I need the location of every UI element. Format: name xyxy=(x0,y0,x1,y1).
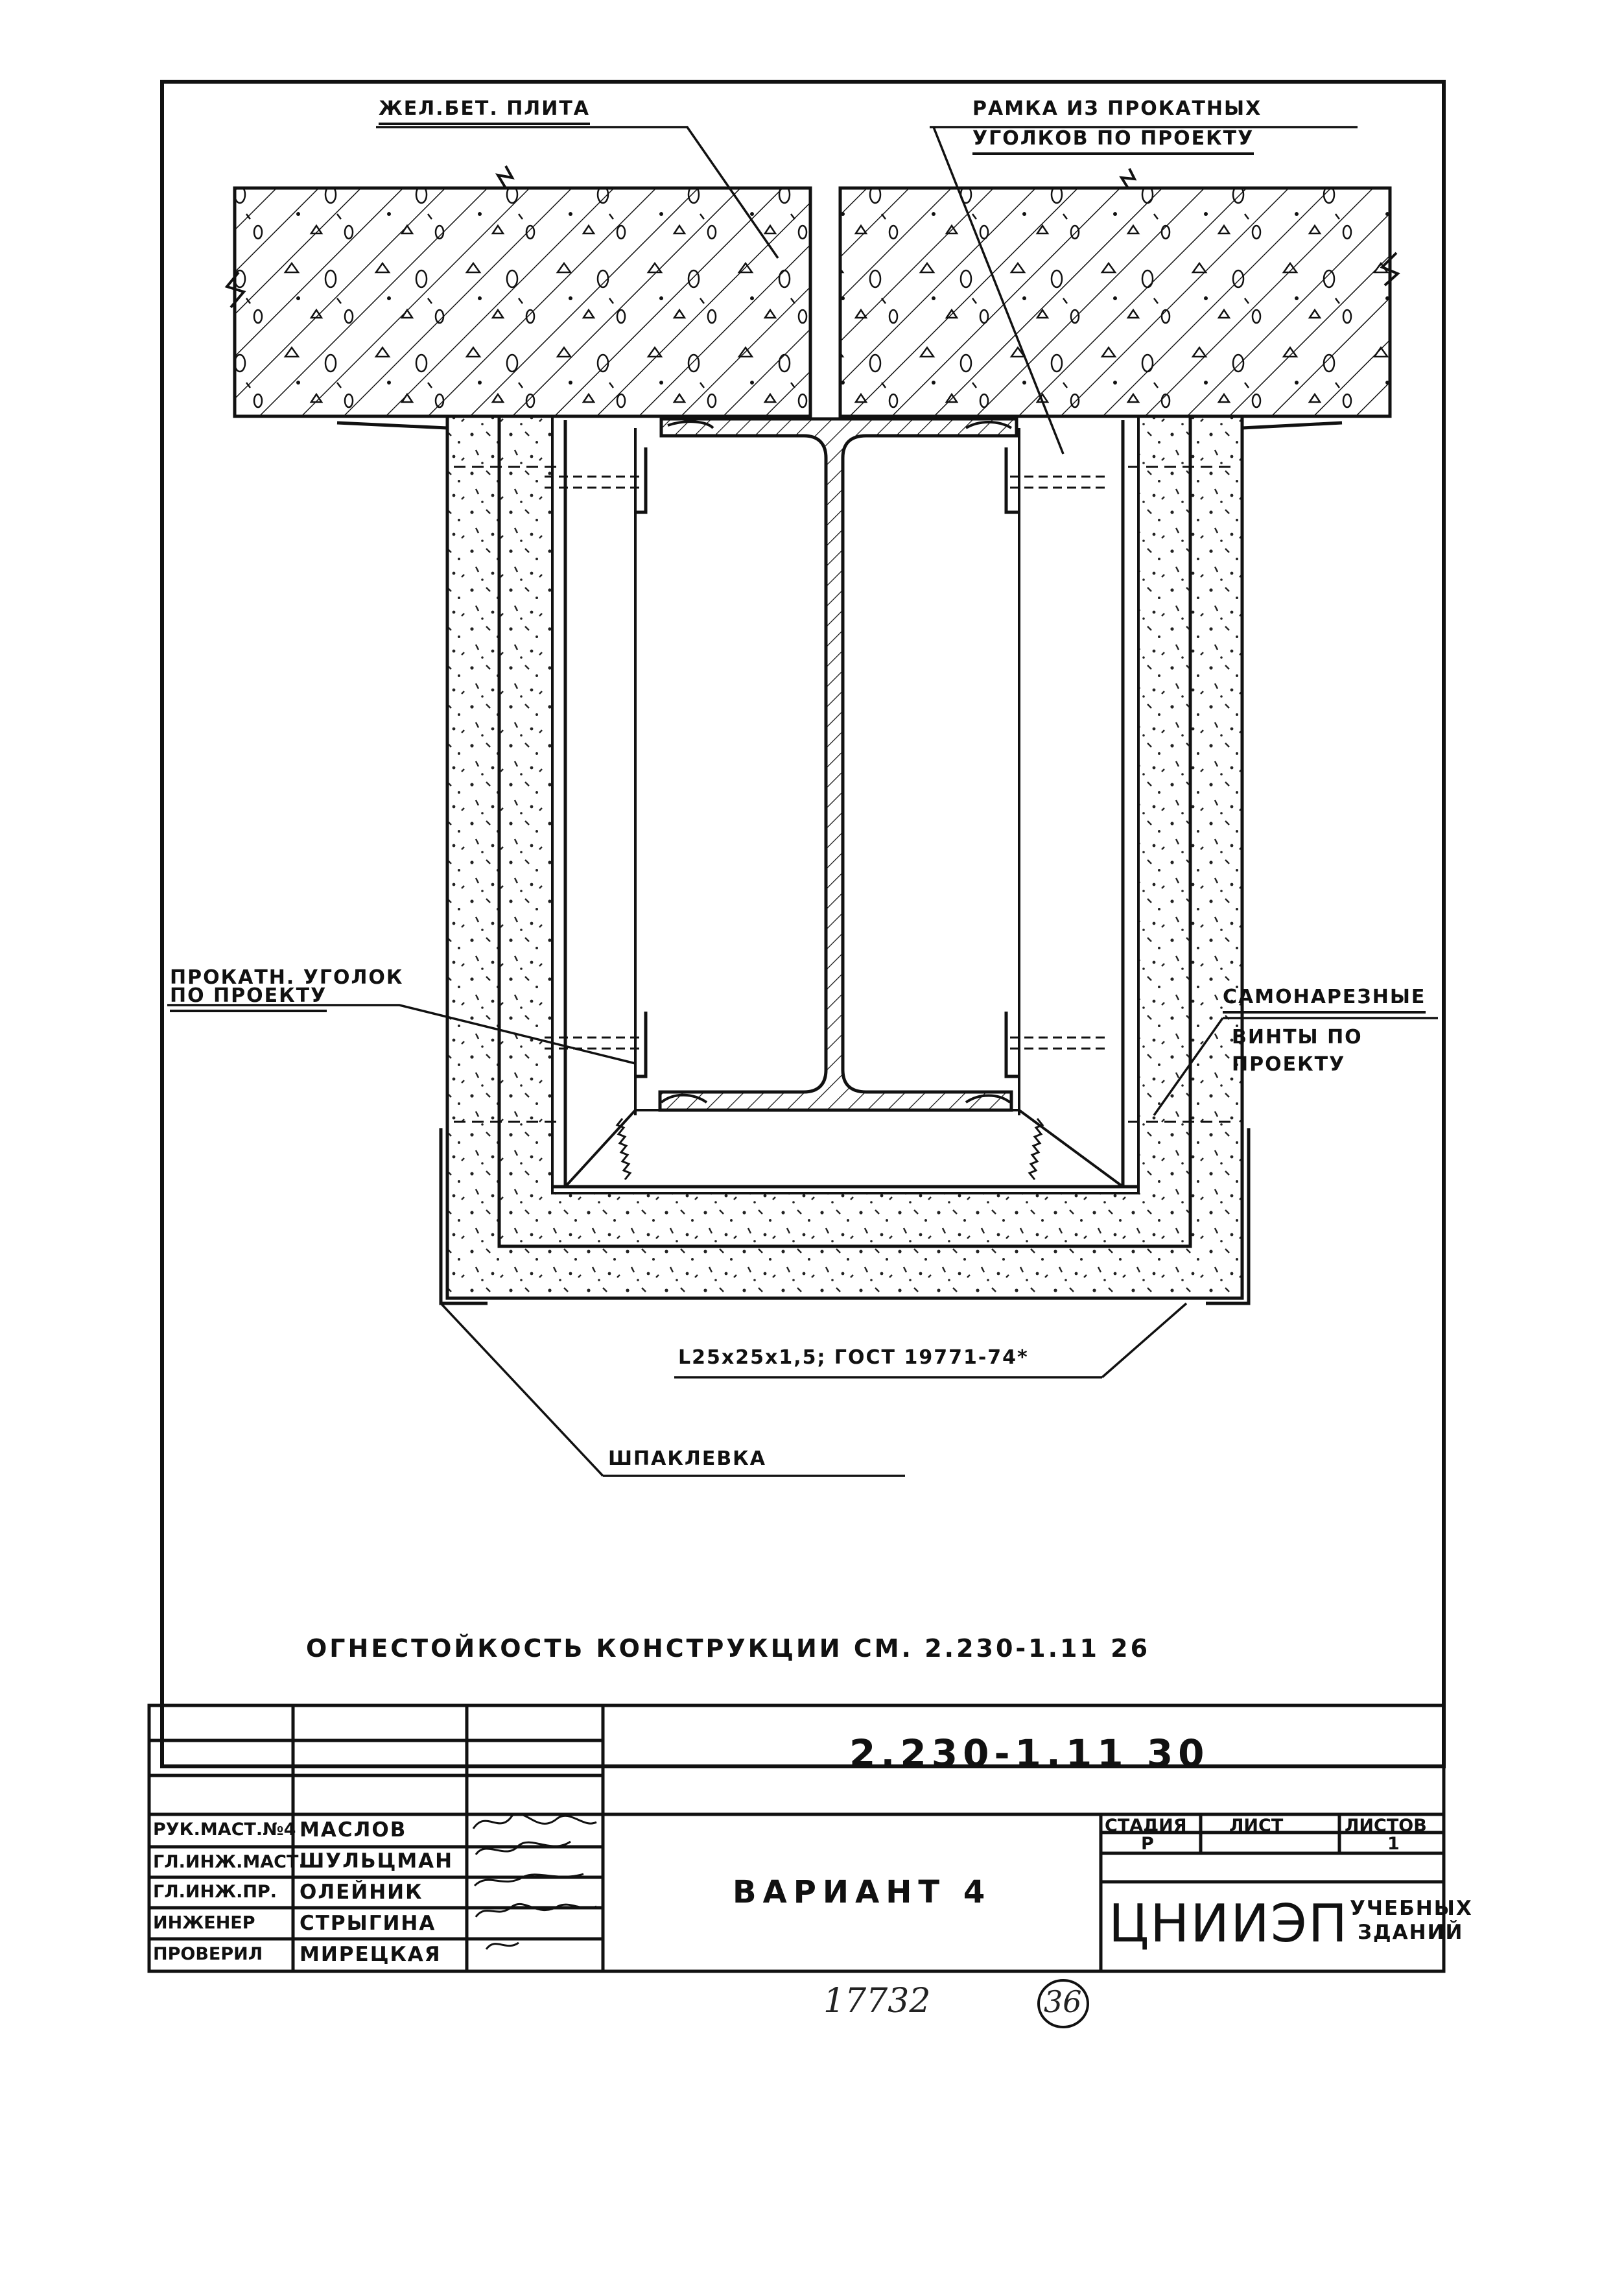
staff-role: ПРОВЕРИЛ xyxy=(153,1944,263,1964)
label-screws-line3: ПРОЕКТУ xyxy=(1232,1053,1346,1076)
corner-angles xyxy=(336,421,1343,1305)
col-stage: СТАДИЯ xyxy=(1105,1816,1187,1836)
staff-role: ИНЖЕНЕР xyxy=(153,1913,255,1933)
label-screws-line2: ВИНТЫ ПО xyxy=(1232,1026,1363,1049)
sheet-frame xyxy=(160,80,1446,1768)
staff-name: МИРЕЦКАЯ xyxy=(300,1943,441,1966)
sheets-value: 1 xyxy=(1387,1834,1400,1854)
filler-wedge xyxy=(562,1109,1127,1188)
page-number-circle xyxy=(1037,1979,1089,2028)
label-concrete-slab: ЖЕЛ.БЕТ. ПЛИТА xyxy=(379,97,591,125)
col-sheet: ЛИСТ xyxy=(1229,1816,1284,1836)
label-rolled-angle-line1: ПРОКАТН. УГОЛОК xyxy=(170,966,404,989)
inventory-number: 17732 xyxy=(823,1982,931,2021)
org-line2: ЗДАНИЙ xyxy=(1358,1921,1464,1944)
steel-i-beam xyxy=(658,417,1018,1112)
label-angle-spec: L25х25х1,5; ГОСТ 19771-74* xyxy=(678,1346,1029,1369)
staff-name: СТРЫГИНА xyxy=(300,1912,436,1935)
staff-role: ГЛ.ИНЖ.ПР. xyxy=(153,1882,277,1902)
staff-role: РУК.МАСТ.№4 xyxy=(153,1820,296,1840)
title-block xyxy=(147,1703,1446,1973)
page-number: 36 xyxy=(1044,1984,1082,2019)
self-tapping-screws xyxy=(454,466,1232,1123)
gypsum-cladding xyxy=(445,414,1244,1300)
signatures xyxy=(472,1812,597,1950)
stage-value: Р xyxy=(1141,1834,1154,1854)
inner-frame xyxy=(552,420,1138,1189)
staff-role: ГЛ.ИНЖ.МАСТ. xyxy=(153,1852,305,1872)
label-rolled-angle-line2: ПО ПРОЕКТУ xyxy=(170,984,327,1012)
staff-name: ШУЛЬЦМАН xyxy=(300,1849,454,1873)
org-line1: УЧЕБНЫХ xyxy=(1350,1897,1473,1920)
col-sheets: ЛИСТОВ xyxy=(1345,1816,1427,1836)
drawing-designation: 2.230-1.11 30 xyxy=(849,1731,1210,1775)
drawing-title: ВАРИАНТ 4 xyxy=(733,1874,992,1910)
rolled-angles xyxy=(634,447,1018,1078)
concrete-slab xyxy=(224,165,1400,418)
staff-name: МАСЛОВ xyxy=(300,1818,407,1842)
staff-name: ОЛЕЙНИК xyxy=(300,1881,423,1904)
label-putty: ШПАКЛЕВКА xyxy=(608,1447,766,1470)
fire-resistance-note: ОГНЕСТОЙКОСТЬ КОНСТРУКЦИИ СМ. 2.230-1.11… xyxy=(306,1634,1151,1663)
label-frame-line1: РАМКА ИЗ ПРОКАТНЫХ xyxy=(972,97,1262,120)
leader-lines xyxy=(167,126,1438,1477)
label-frame-line2: УГОЛКОВ ПО ПРОЕКТУ xyxy=(972,127,1254,155)
label-screws-line1: САМОНАРЕЗНЫЕ xyxy=(1223,986,1426,1014)
org-abbreviation: ЦНИИЭП xyxy=(1109,1893,1348,1954)
